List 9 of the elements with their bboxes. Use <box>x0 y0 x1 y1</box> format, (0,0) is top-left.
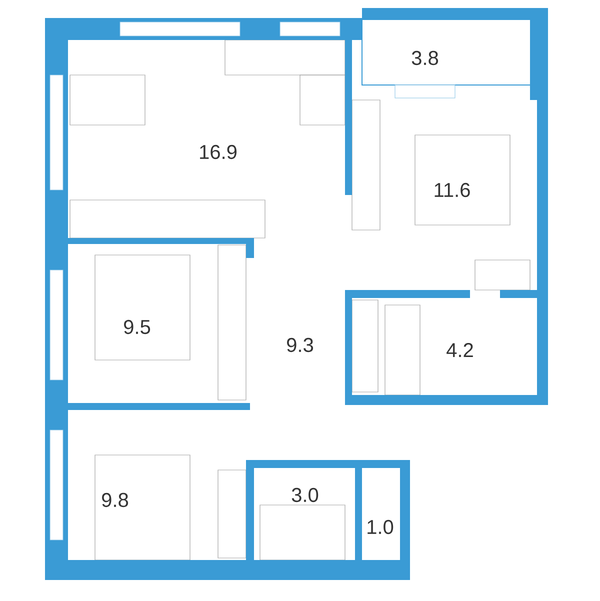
area-label: 9.5 <box>124 320 150 334</box>
area-label: 9.3 <box>287 338 314 352</box>
area-label: 3.8 <box>412 50 438 66</box>
area-label: 4.2 <box>446 343 473 357</box>
area-label: 11.6 <box>434 182 470 198</box>
area-label: 16.9 <box>200 144 237 160</box>
area-label: 1.0 <box>368 520 394 534</box>
area-label: 3.0 <box>292 488 318 502</box>
area-label: 9.8 <box>102 492 128 508</box>
